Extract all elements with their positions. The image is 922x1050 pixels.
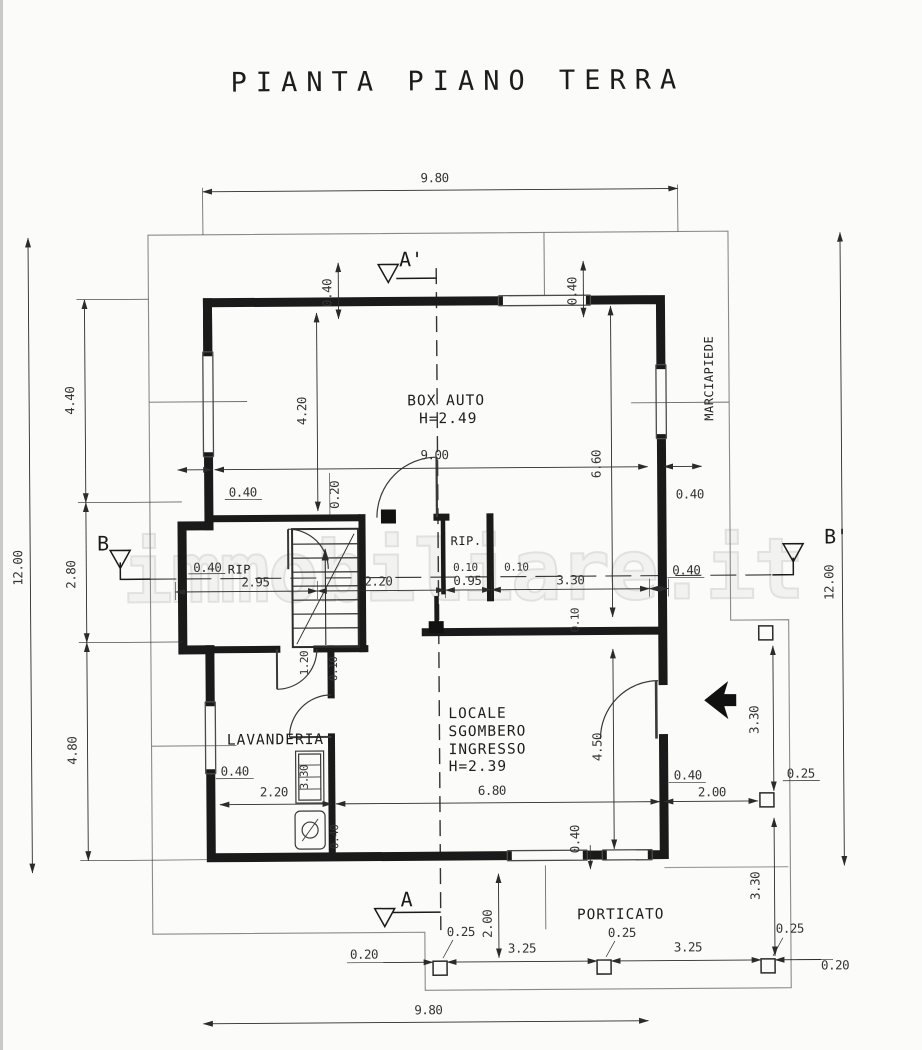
dim-right-wall-2: 0.40: [674, 767, 702, 782]
dim-porch-span-2: 3.25: [674, 939, 702, 954]
sink-fixture: [294, 810, 326, 850]
room-box-auto-height: H=2.49: [419, 411, 478, 427]
dim-garage-depth-right: 6.60: [588, 450, 603, 478]
window-right: [655, 363, 668, 440]
room-marciapiede: MARCIAPIEDE: [702, 336, 717, 421]
wall-pier: [380, 509, 396, 524]
porch-columns: [432, 625, 776, 976]
dim-left-2: 2.80: [63, 561, 78, 589]
dim-mid-2: 2.20: [364, 573, 392, 588]
dim-porch-side-2: 3.30: [747, 872, 762, 900]
dim-slab-edge-right: 0.20: [821, 957, 849, 972]
dim-garage-depth: 4.20: [294, 397, 309, 425]
lot-boundary: [147, 230, 792, 991]
lavanderia-door-1: [275, 649, 318, 690]
dim-top-width: 9.80: [420, 170, 448, 185]
dim-wall-divider: 0.20: [327, 481, 342, 509]
interior-walls: [179, 509, 663, 861]
room-locale-1: LOCALE: [448, 706, 507, 722]
dim-col-2: 0.25: [608, 925, 636, 940]
watermark-text: immobiliare.it: [122, 520, 803, 623]
section-marker-a: A: [401, 887, 413, 911]
window-bottom-2: [601, 849, 653, 861]
exterior-walls: [177, 295, 669, 863]
dim-wall-top-1: 0.40: [319, 279, 334, 307]
dim-col-1: 0.25: [447, 924, 475, 939]
column: [757, 625, 774, 641]
dim-stair-pass: 1.20: [298, 651, 311, 676]
dim-garage-width: 9.00: [420, 447, 448, 462]
section-marker-a-prime: A': [399, 247, 423, 271]
dim-porch-right: 2.00: [698, 784, 726, 799]
section-markers: A' A B B': [97, 247, 848, 929]
dim-wall-right-mid: 0.40: [676, 486, 704, 501]
section-line-a: [435, 268, 442, 931]
window-left-upper: [202, 351, 215, 458]
room-porticato: PORTICATO: [577, 907, 665, 924]
room-locale-height: H=2.39: [449, 759, 508, 775]
entrance-door: [599, 680, 659, 740]
column: [596, 959, 612, 975]
dim-col-3: 0.25: [776, 921, 804, 936]
dim-rip-wall: 0.40: [193, 560, 221, 575]
section-lines: [150, 268, 773, 931]
dim-slab-edge-left: 0.20: [350, 947, 378, 962]
fixtures: [294, 750, 326, 850]
dim-closet-wall-2: 0.10: [504, 561, 529, 574]
dim-porch-depth: 2.00: [480, 910, 495, 938]
window-top: [497, 294, 592, 307]
dim-mid-1: 2.95: [241, 574, 269, 589]
dim-lav-wall: 0.40: [221, 763, 249, 778]
room-locale-2: SGOMBERO: [448, 724, 526, 741]
section-marker-b-prime: B': [824, 524, 848, 548]
page-title: PIANTA PIANO TERRA: [230, 64, 685, 98]
dim-lavanderia-width: 2.20: [260, 784, 288, 799]
lavanderia-door-2: [288, 694, 332, 739]
dim-mid-5: 0.40: [672, 562, 700, 577]
stair-direction-arrow: [321, 548, 329, 645]
dim-bottom-width: 9.80: [414, 1002, 442, 1017]
dim-stair-wall: 0.10: [327, 657, 340, 682]
window-bottom: [506, 849, 588, 862]
column: [759, 792, 775, 808]
dim-col-mid: 0.25: [787, 766, 815, 781]
dim-lav-len: 3.30: [298, 765, 311, 790]
room-lavanderia: LAVANDERIA: [227, 732, 324, 749]
dimension-lines: [25, 184, 848, 1027]
sill-lines: [149, 232, 730, 930]
windows: [202, 294, 668, 862]
dim-mid-4: 3.30: [556, 572, 584, 587]
dim-porch-side-1: 3.30: [746, 706, 761, 734]
dim-left-1: 4.40: [62, 387, 77, 415]
dim-bottom-wall: 0.40: [567, 825, 582, 853]
dim-wall-left-mid: 0.40: [229, 484, 257, 499]
window-left-lower: [204, 701, 217, 775]
garage-door: [376, 456, 439, 518]
dim-right-total: 12.00: [821, 565, 836, 600]
dim-left-3: 4.80: [64, 737, 79, 765]
room-box-auto: BOX AUTO: [407, 393, 485, 410]
room-rip-left: RIP: [228, 562, 251, 576]
dim-mid-3: 0.95: [453, 573, 481, 588]
dim-corridor-wall: 0.10: [569, 608, 582, 633]
wall-pier: [428, 621, 444, 634]
entrance-arrow-icon: [704, 681, 737, 720]
dim-left-total: 12.00: [10, 550, 25, 585]
room-locale-3: INGRESSO: [449, 742, 527, 759]
dim-locale-width: 6.80: [478, 783, 506, 798]
room-labels: BOX AUTO H=2.49 RIP RIP. LAVANDERIA LOCA…: [227, 336, 717, 924]
room-rip-right: RIP.: [451, 534, 482, 548]
dim-locale-depth: 4.50: [589, 733, 604, 761]
dim-porch-span-1: 3.25: [508, 940, 536, 955]
dim-closet-wall-1: 0.10: [453, 561, 478, 574]
dimension-labels: 9.80 9.80 12.00 12.00 4.40 2.80 4.80 4.2…: [10, 170, 849, 1017]
column: [760, 958, 776, 974]
scan-edge-artifact: [0, 0, 3, 1050]
dim-wall-top-2: 0.40: [564, 277, 579, 305]
dim-lav-wall-2: 0.40: [328, 825, 341, 850]
section-marker-b: B: [97, 531, 109, 555]
column: [432, 960, 448, 976]
